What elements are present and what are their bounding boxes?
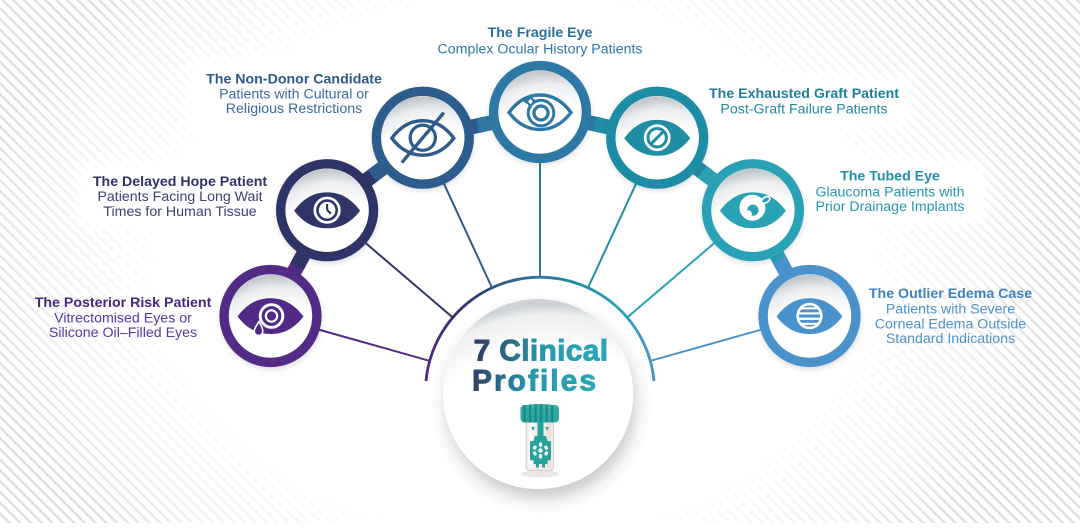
svg-text:Complex Ocular History Patient: Complex Ocular History Patients bbox=[438, 42, 643, 58]
svg-text:The Fragile Eye: The Fragile Eye bbox=[488, 25, 593, 41]
svg-text:Glaucoma Patients with: Glaucoma Patients with bbox=[815, 185, 964, 201]
svg-text:Patients Facing Long Wait: Patients Facing Long Wait bbox=[97, 189, 262, 205]
svg-text:7 Clinical: 7 Clinical bbox=[474, 335, 609, 368]
svg-text:The Exhausted Graft Patient: The Exhausted Graft Patient bbox=[709, 86, 899, 102]
svg-text:Vitrectomised Eyes or: Vitrectomised Eyes or bbox=[54, 311, 192, 327]
svg-text:The Tubed Eye: The Tubed Eye bbox=[840, 169, 940, 185]
svg-text:Corneal Edema Outside: Corneal Edema Outside bbox=[875, 317, 1027, 333]
svg-text:Silicone Oil–Filled Eyes: Silicone Oil–Filled Eyes bbox=[49, 325, 197, 341]
svg-text:Times for Human Tissue: Times for Human Tissue bbox=[103, 204, 256, 220]
svg-text:Prior Drainage Implants: Prior Drainage Implants bbox=[815, 199, 964, 215]
svg-text:Patients with Severe: Patients with Severe bbox=[886, 302, 1015, 318]
svg-text:Religious Restrictions: Religious Restrictions bbox=[226, 101, 362, 117]
svg-text:The Outlier Edema Case: The Outlier Edema Case bbox=[869, 286, 1032, 302]
svg-text:Patients with Cultural or: Patients with Cultural or bbox=[219, 87, 369, 103]
svg-text:The Delayed Hope Patient: The Delayed Hope Patient bbox=[93, 174, 268, 190]
svg-text:Post-Graft Failure Patients: Post-Graft Failure Patients bbox=[720, 102, 887, 118]
svg-text:Profiles: Profiles bbox=[472, 365, 598, 398]
svg-text:Standard Indications: Standard Indications bbox=[886, 331, 1015, 347]
svg-text:The Posterior Risk Patient: The Posterior Risk Patient bbox=[35, 295, 212, 311]
svg-text:The Non-Donor Candidate: The Non-Donor Candidate bbox=[206, 72, 382, 88]
